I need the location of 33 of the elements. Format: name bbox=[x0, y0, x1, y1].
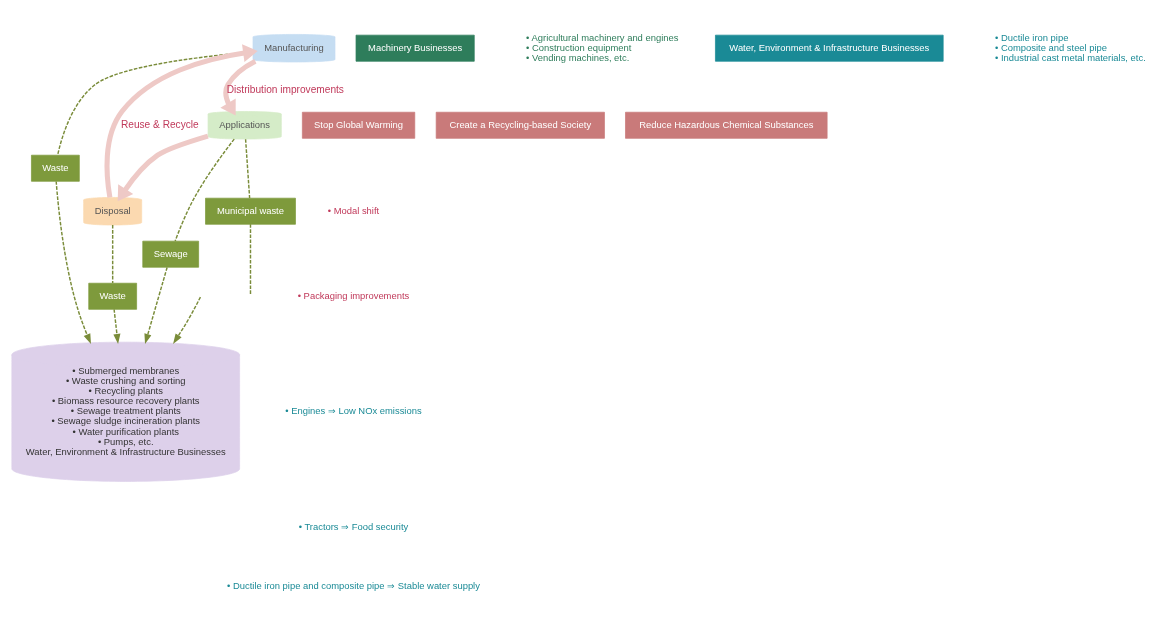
label: • Packaging improvements bbox=[297, 289, 410, 301]
edge-label: Distribution improvements bbox=[226, 83, 344, 95]
connector bbox=[174, 138, 235, 242]
arrow bbox=[55, 180, 91, 345]
label: • Modal shift bbox=[327, 204, 380, 216]
node-label: • Vending machines, etc. bbox=[526, 51, 630, 63]
connector bbox=[244, 138, 251, 199]
node-label: • Composite and steel pipe bbox=[995, 41, 1108, 53]
node-box: Water, Environment & Infrastructure Businesses bbox=[715, 34, 944, 62]
node-box: Create a Recycling-based Society bbox=[435, 111, 605, 139]
node-label: • Industrial cast metal materials, etc. bbox=[995, 51, 1146, 63]
node-box: Waste bbox=[88, 282, 137, 310]
label: • Tractors ⇒ Food security bbox=[298, 520, 409, 532]
connector bbox=[249, 223, 252, 297]
arrow bbox=[173, 296, 202, 344]
arrow bbox=[220, 58, 257, 116]
connector bbox=[111, 224, 114, 284]
node-label: • Ductile iron pipe bbox=[995, 31, 1069, 43]
label: • Engines ⇒ Low NOx emissions bbox=[285, 405, 422, 417]
arrow bbox=[104, 44, 258, 198]
edge-label: Reuse & Recycle bbox=[120, 118, 199, 130]
arrow bbox=[117, 133, 209, 202]
node-box: Stop Global Warming bbox=[302, 111, 416, 139]
label: • Ductile iron pipe and composite pipe ⇒ Stable water supply bbox=[227, 579, 480, 591]
node-box: Municipal waste bbox=[205, 197, 296, 225]
node-label: • Agricultural machinery and engines bbox=[526, 31, 679, 43]
arrow bbox=[144, 266, 168, 345]
node-box: Reduce Hazardous Chemical Substances bbox=[625, 111, 828, 139]
arrow bbox=[113, 308, 121, 345]
node-box: Machinery Businesses bbox=[355, 34, 475, 62]
node-label: • Construction equipment bbox=[526, 41, 632, 53]
node-box: Waste bbox=[31, 154, 80, 182]
node-box: Sewage bbox=[142, 240, 199, 268]
